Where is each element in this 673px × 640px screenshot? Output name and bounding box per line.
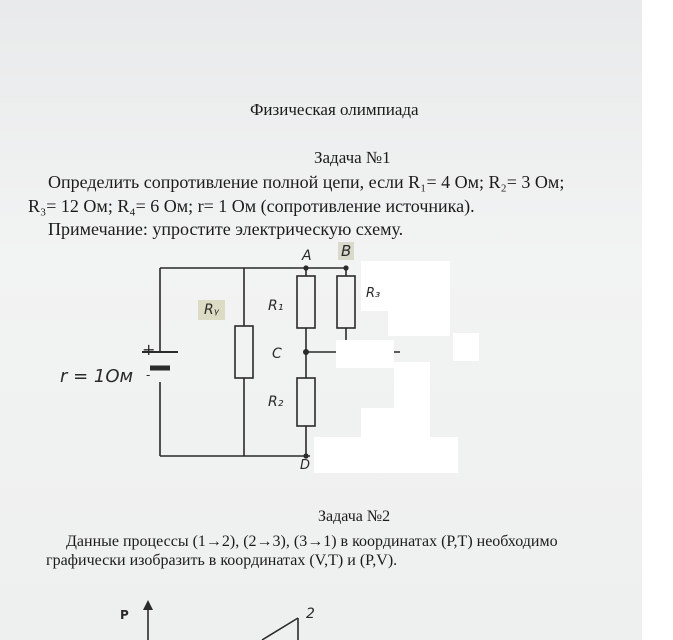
mask-block-4 bbox=[453, 333, 479, 361]
mask-block-6 bbox=[314, 437, 458, 473]
task1-text-line2: R₃= 12 Ом; R₄= 6 Ом; r= 1 Ом (сопротивле… bbox=[28, 196, 475, 216]
resistor-r2-label: R₂ bbox=[268, 394, 284, 410]
resistor-ry-label: Rᵧ bbox=[198, 300, 225, 320]
task1-text-line1: Определить сопротивление полной цепи, ес… bbox=[48, 172, 565, 192]
node-a-label: A bbox=[302, 248, 312, 264]
task2-text-line1: Данные процессы (1→2), (2→3), (3→1) в ко… bbox=[66, 533, 558, 550]
mask-block-5 bbox=[394, 362, 430, 438]
mask-block-1 bbox=[361, 261, 450, 311]
task2-title: Задача №2 bbox=[318, 508, 391, 525]
graph-point-2-label: 2 bbox=[306, 606, 315, 622]
node-d bbox=[303, 453, 309, 459]
resistor-r1 bbox=[296, 275, 316, 329]
right-margin-blank bbox=[642, 0, 673, 640]
node-b bbox=[343, 265, 349, 271]
node-c-label: C bbox=[272, 346, 282, 362]
mask-block-3 bbox=[336, 340, 394, 368]
node-d-label: D bbox=[300, 458, 311, 473]
task1-title: Задача №1 bbox=[314, 148, 391, 167]
graph-axis-arrow bbox=[143, 600, 153, 610]
resistor-r3 bbox=[336, 275, 356, 329]
task2-text-line2: графически изобразить в координатах (V,T… bbox=[46, 552, 398, 569]
resistor-r1-label: R₁ bbox=[268, 298, 284, 314]
source-resistance-label: r = 1Ом bbox=[60, 366, 134, 387]
resistor-r2 bbox=[296, 377, 316, 427]
battery-minus-label: - bbox=[146, 368, 151, 382]
task1-note: Примечание: упростите электрическую схем… bbox=[48, 219, 404, 239]
photographed-sheet: Физическая олимпиада Задача №1 Определит… bbox=[0, 0, 642, 640]
resistor-r3-label: R₃ bbox=[366, 286, 381, 301]
node-b-label: B bbox=[338, 242, 355, 260]
page-title: Физическая олимпиада bbox=[250, 100, 419, 119]
mask-block-2 bbox=[388, 306, 450, 336]
graph-process-line bbox=[261, 617, 299, 640]
node-c bbox=[303, 349, 309, 355]
circuit-diagram bbox=[142, 265, 400, 640]
battery-plus-label: + bbox=[142, 340, 156, 359]
mask-block-7 bbox=[361, 408, 395, 438]
node-a bbox=[303, 265, 309, 271]
resistor-ry bbox=[234, 325, 254, 379]
graph-axis-p-label: P bbox=[120, 608, 129, 622]
